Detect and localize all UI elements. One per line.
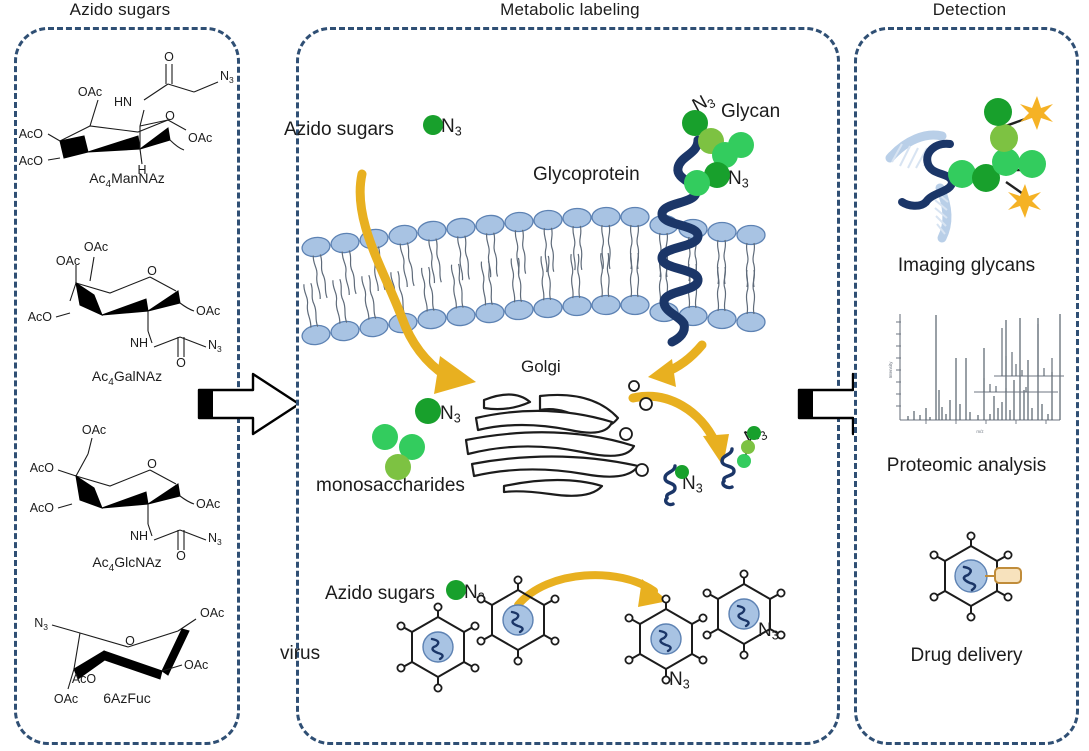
virus-particle-4-labeled — [702, 569, 786, 660]
svg-text:O: O — [125, 634, 135, 648]
svg-text:NH: NH — [130, 336, 148, 350]
n3-label-free-sugar: N3 — [441, 116, 462, 139]
svg-text:AcO: AcO — [19, 127, 44, 141]
svg-text:O: O — [147, 264, 157, 278]
svg-text:NH: NH — [130, 529, 148, 543]
mass-spectrum-icon: m/z Intensity — [888, 314, 1064, 434]
arrow-left-to-center — [197, 372, 301, 436]
svg-text:O: O — [164, 50, 174, 64]
svg-text:N3: N3 — [208, 338, 222, 354]
svg-text:OAc: OAc — [184, 658, 208, 672]
label-monosaccharides: monosaccharides — [316, 475, 465, 496]
caption-proteomic-analysis: Proteomic analysis — [886, 455, 1047, 476]
svg-text:N3: N3 — [220, 69, 234, 85]
structure-ac4glcnaz: OAc AcO AcO O OAc NH N3 O — [30, 423, 222, 563]
n3-label-virus-a: N3 — [669, 669, 690, 692]
panel-title-metabolic-labeling: Metabolic labeling — [500, 0, 640, 19]
glycan-cluster-membrane — [682, 110, 754, 196]
virus-particle-1 — [396, 602, 480, 693]
label-azido-sugars-top: Azido sugars — [284, 119, 394, 140]
svg-text:OAc: OAc — [200, 606, 224, 620]
svg-text:Intensity: Intensity — [888, 361, 893, 379]
svg-text:O: O — [165, 109, 175, 123]
svg-text:OAc: OAc — [84, 240, 108, 254]
secreted-glycoprotein-small-left — [663, 464, 689, 507]
chem-name-6azfuc: 6AzFuc — [103, 690, 151, 706]
svg-text:N3: N3 — [34, 616, 48, 632]
label-glycoprotein: Glycoprotein — [533, 164, 640, 185]
virus-particle-2 — [476, 575, 560, 666]
n3-label-monosaccharide: N3 — [440, 403, 461, 426]
svg-text:OAc: OAc — [56, 254, 80, 268]
arrow-sugar-uptake — [355, 169, 476, 394]
label-golgi: Golgi — [521, 357, 561, 376]
svg-text:N3: N3 — [208, 531, 222, 547]
svg-text:H: H — [137, 163, 146, 177]
golgi-apparatus — [464, 380, 653, 497]
azido-sugar-dot-bottom — [446, 580, 466, 600]
svg-text:OAc: OAc — [82, 423, 106, 437]
svg-text:HN: HN — [114, 95, 132, 109]
svg-text:OAc: OAc — [54, 692, 78, 706]
arrow-golgi-to-membrane — [648, 340, 707, 387]
svg-text:AcO: AcO — [19, 154, 44, 168]
structure-ac4mannaz: OAc AcO AcO O OAc H HN O N3 — [19, 50, 234, 177]
svg-text:OAc: OAc — [188, 131, 212, 145]
svg-text:O: O — [147, 457, 157, 471]
svg-text:m/z: m/z — [976, 429, 984, 434]
svg-text:OAc: OAc — [196, 497, 220, 511]
svg-text:O: O — [176, 549, 186, 563]
chem-name-ac4mannaz: Ac4ManNAz — [89, 170, 165, 190]
virus-particle-3-labeled — [624, 594, 708, 685]
secreted-glycoprotein-small-right — [720, 426, 761, 490]
n3-label-glycan-bottom: N3 — [728, 168, 749, 191]
caption-imaging-glycans: Imaging glycans — [897, 255, 1036, 276]
chem-name-ac4glcnaz: Ac4GlcNAz — [92, 554, 162, 574]
n3-label-small-glycoprotein-left: N3 — [682, 473, 703, 496]
svg-text:OAc: OAc — [78, 85, 102, 99]
n3-label-virus-b: N3 — [758, 620, 779, 643]
glycan-fluorophore-icon — [885, 96, 1053, 243]
svg-text:AcO: AcO — [30, 501, 55, 515]
label-glycan: Glycan — [721, 101, 781, 122]
azido-sugar-dot-top — [423, 115, 443, 135]
label-azido-sugars-bottom: Azido sugars — [325, 583, 435, 604]
label-virus: virus — [280, 643, 321, 664]
structure-6azfuc: N3 O OAc OAc AcO OAc — [34, 606, 224, 706]
svg-text:OAc: OAc — [196, 304, 220, 318]
virus-drug-icon — [929, 531, 1022, 622]
caption-drug-delivery: Drug delivery — [910, 645, 1023, 666]
panel-title-detection: Detection — [932, 0, 1007, 19]
monosaccharide-cluster — [372, 398, 441, 480]
svg-text:AcO: AcO — [30, 461, 55, 475]
arrow-virus-labeling — [514, 571, 668, 609]
chem-name-ac4galnaz: Ac4GalNAz — [91, 368, 163, 388]
panel-title-azido-sugars: Azido sugars — [69, 0, 171, 19]
svg-text:AcO: AcO — [72, 672, 97, 686]
svg-text:O: O — [176, 356, 186, 370]
svg-text:AcO: AcO — [28, 310, 53, 324]
structure-ac4galnaz: OAc OAc AcO O OAc NH N3 O — [28, 240, 222, 370]
